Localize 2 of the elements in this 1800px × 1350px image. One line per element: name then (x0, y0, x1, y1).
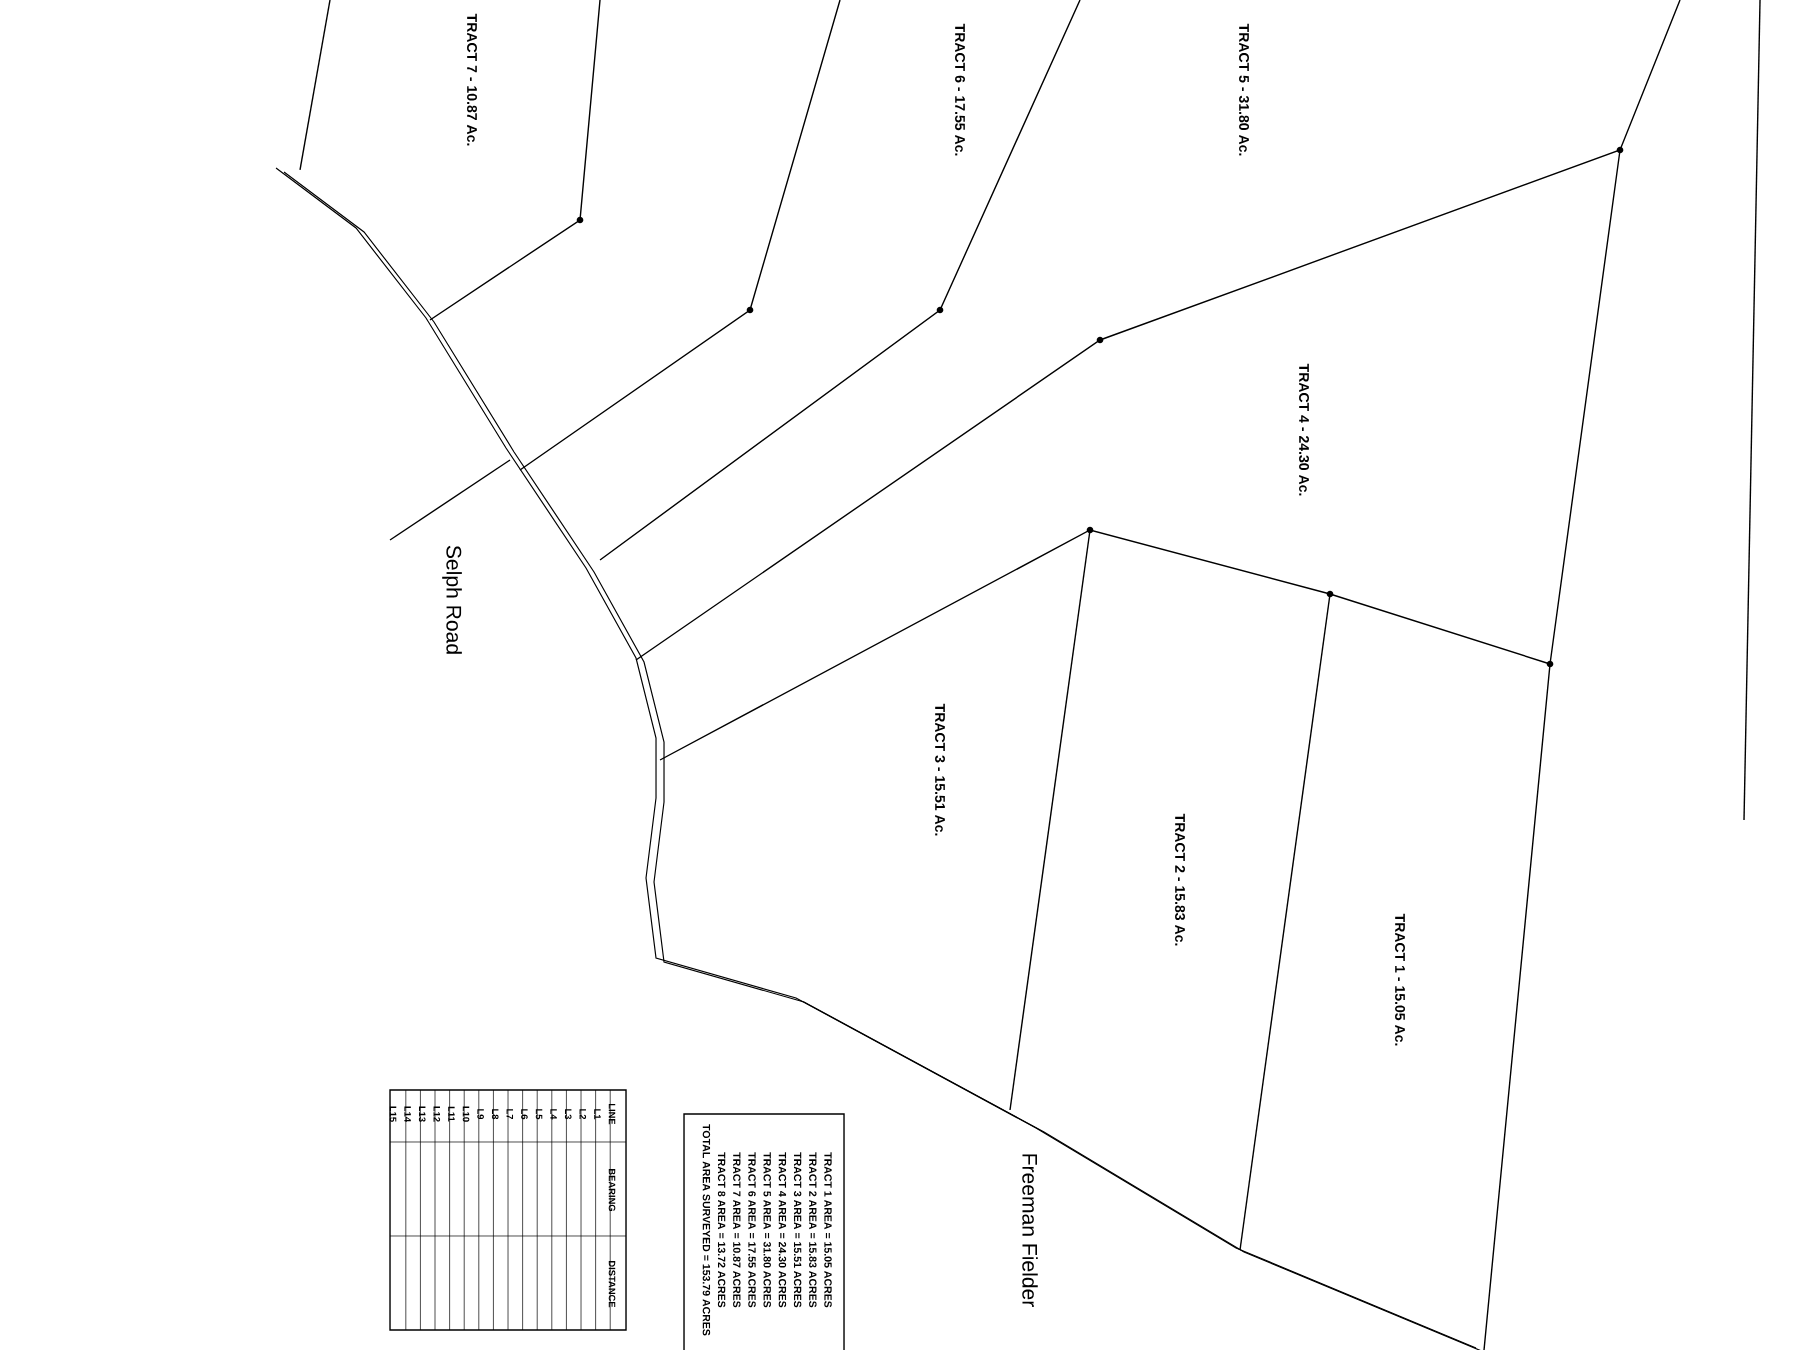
road-name: Freeman Fielder (1022, 1154, 1038, 1307)
road-name: Selph Road (442, 545, 462, 654)
